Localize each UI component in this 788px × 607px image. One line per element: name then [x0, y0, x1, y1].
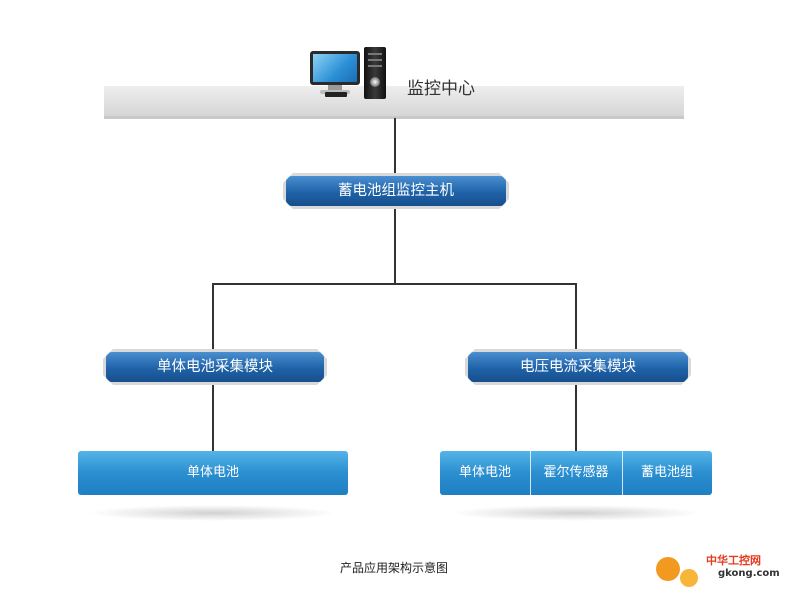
- leaf-left-single-cell[interactable]: 单体电池: [78, 451, 348, 495]
- diagram-caption: 产品应用架构示意图: [339, 561, 448, 575]
- connector-left-down: [212, 283, 214, 349]
- leaf-divider-2: [622, 451, 623, 495]
- connector-main-down: [394, 208, 396, 284]
- leaf-left-shadow: [88, 505, 338, 521]
- keyboard-icon: [325, 92, 347, 97]
- gear-icon: [656, 557, 680, 581]
- connector-right-down: [575, 283, 577, 349]
- watermark-name: 中华工控网: [706, 554, 761, 567]
- leaf-divider-1: [530, 451, 531, 495]
- module-left-node[interactable]: 单体电池采集模块: [103, 349, 327, 385]
- leaf-right-shadow: [450, 505, 702, 521]
- leaf-right-hall-sensor[interactable]: 霍尔传感器: [543, 465, 609, 480]
- connector-right-leaf: [575, 385, 577, 451]
- connector-left-leaf: [212, 385, 214, 451]
- leaf-right-single-cell[interactable]: 单体电池: [458, 465, 511, 480]
- leaf-right-group: [440, 451, 712, 495]
- monitoring-center-platform: [104, 86, 684, 119]
- connector-horizontal: [212, 283, 577, 285]
- main-host-node[interactable]: 蓄电池组监控主机: [283, 173, 509, 209]
- connector-top: [394, 118, 396, 174]
- module-right-node[interactable]: 电压电流采集模块: [465, 349, 691, 385]
- desktop-computer-icon: [310, 51, 360, 85]
- monitoring-center-title: 监控中心: [407, 79, 475, 99]
- monitor-stand: [328, 85, 342, 91]
- gear-icon: [680, 569, 698, 587]
- computer-tower-icon: [364, 47, 386, 99]
- watermark-url: gkong.com: [718, 568, 780, 579]
- leaf-right-battery-pack[interactable]: 蓄电池组: [640, 465, 693, 480]
